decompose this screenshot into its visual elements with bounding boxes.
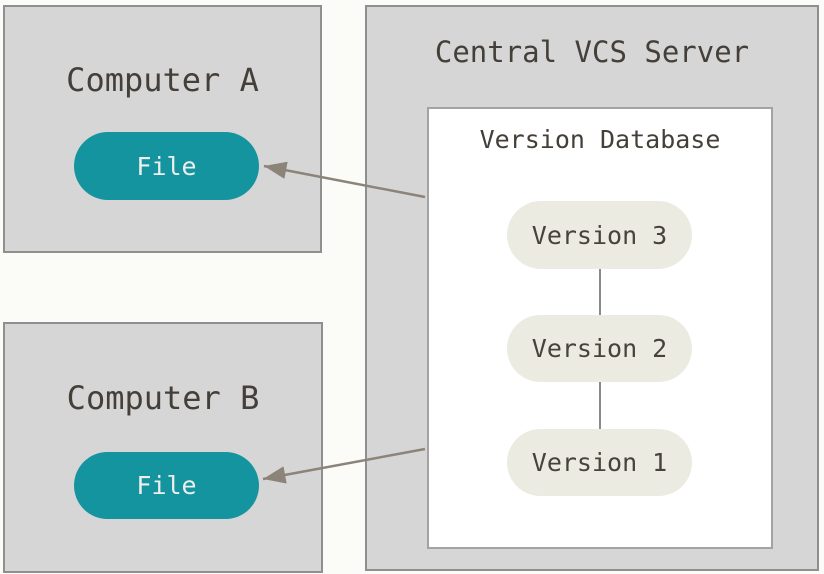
version-database-box: Version Database Version 3 Version 2 Ver… [427, 107, 773, 549]
central-vcs-server-title: Central VCS Server [434, 35, 750, 69]
version-3-pill: Version 3 [507, 201, 692, 269]
computer-b-file-pill: File [74, 452, 259, 519]
computer-a-box: Computer A File [3, 5, 322, 253]
computer-a-file-pill: File [74, 132, 259, 200]
computer-b-title: Computer B [66, 379, 260, 417]
version-3-label: Version 3 [531, 220, 668, 250]
version-1-label: Version 1 [531, 448, 668, 477]
version-database-title: Version Database [479, 125, 721, 154]
computer-a-title: Computer A [66, 61, 259, 99]
computer-b-box: Computer B File [3, 322, 323, 573]
central-vcs-server-box: Central VCS Server Version Database Vers… [365, 5, 819, 571]
version-2-label: Version 2 [531, 334, 668, 363]
version-1-pill: Version 1 [507, 429, 692, 496]
computer-b-file-label: File [136, 471, 197, 500]
computer-a-file-label: File [136, 151, 197, 181]
connector-v2-v1 [599, 382, 601, 429]
connector-v3-v2 [599, 269, 601, 315]
version-2-pill: Version 2 [507, 315, 692, 382]
